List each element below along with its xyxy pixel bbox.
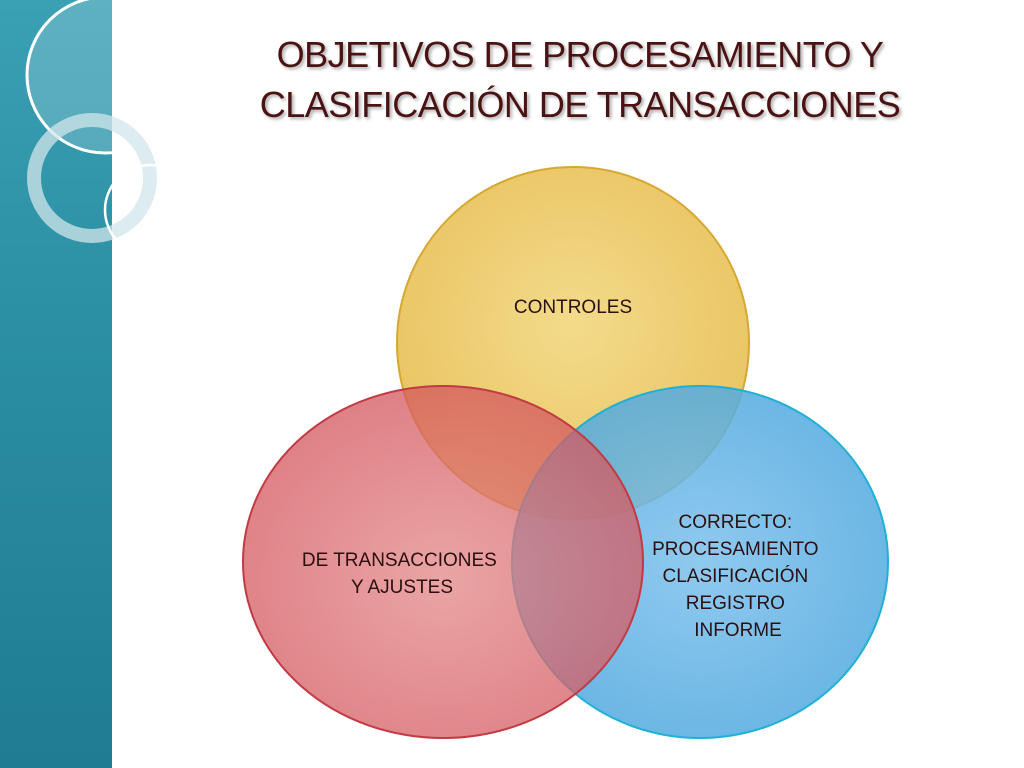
label-left-line-1: DE TRANSACCIONES [302,550,497,571]
label-left-line-2: Y AJUSTES [351,577,453,598]
label-left: DE TRANSACCIONES Y AJUSTES [302,550,502,598]
deco-ring-large [25,0,180,155]
label-right-line-3: CLASIFICACIÓN [663,565,809,587]
label-right-line-5: INFORME [694,620,782,641]
venn-circle-left [242,385,644,739]
deco-ring-thick [27,113,157,243]
title-line-1: OBJETIVOS DE PROCESAMIENTO Y [276,34,884,75]
decorative-rings [25,0,180,257]
deco-ring-small [103,163,180,257]
slide-title: OBJETIVOS DE PROCESAMIENTO Y CLASIFICACI… [150,30,1010,130]
label-top: CONTROLES [514,297,632,318]
label-right-line-2: PROCESAMIENTO [652,539,818,560]
title-line-2: CLASIFICACIÓN DE TRANSACCIONES [259,84,901,125]
label-top-line: CONTROLES [514,297,632,318]
label-right-line-4: REGISTRO [686,593,785,614]
label-right-line-1: CORRECTO: [679,512,793,533]
label-right: CORRECTO: PROCESAMIENTO CLASIFICACIÓN RE… [652,512,824,641]
